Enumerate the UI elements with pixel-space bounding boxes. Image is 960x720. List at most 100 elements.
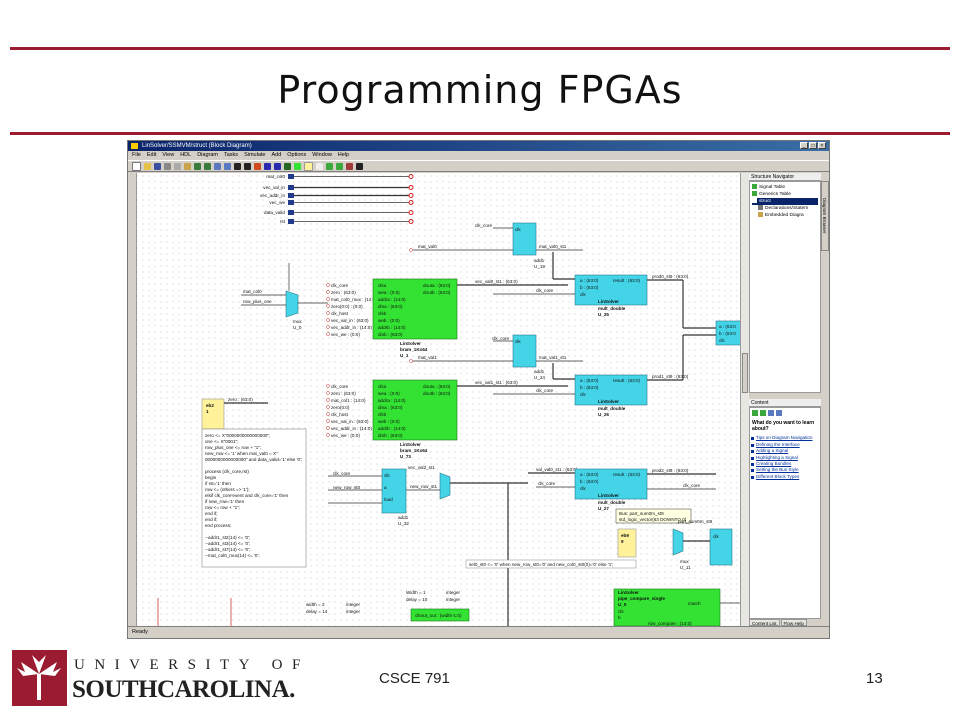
svg-text:dinb : (63:0): dinb : (63:0) xyxy=(378,433,403,438)
component-icon[interactable] xyxy=(254,162,261,170)
svg-text:clkb: clkb xyxy=(378,412,387,417)
svg-text:vec_val_in : (63:0): vec_val_in : (63:0) xyxy=(331,318,369,323)
minimize-button[interactable]: _ xyxy=(800,142,808,149)
redo-icon[interactable] xyxy=(204,162,211,170)
help-link[interactable]: Highlighting a Signal xyxy=(750,455,820,461)
svg-text:clk_core: clk_core xyxy=(536,288,554,293)
generic-table-2[interactable]: width = 2 integer delay = 14 integer xyxy=(306,602,361,614)
generate-icon[interactable] xyxy=(326,162,333,170)
adder-u19[interactable]: clk_core clk mat_val0 mat_val0_st1 add1 … xyxy=(413,222,583,269)
tree-item-struct[interactable]: struct xyxy=(752,197,818,205)
adder-stage2[interactable]: a : (63:0 b : (63:0 clk xyxy=(715,320,740,346)
help-link[interactable]: Different Block Types xyxy=(750,474,820,480)
svg-text:dinb : (63:0): dinb : (63:0) xyxy=(378,332,403,337)
tree-item-generics-table[interactable]: Generics Table xyxy=(752,190,818,198)
canvas-vertical-scrollbar[interactable] xyxy=(740,173,749,626)
compile-icon[interactable] xyxy=(346,162,353,170)
port-vec-val-in[interactable]: vec_val_in xyxy=(263,185,414,190)
code-block[interactable]: zero <= X"0000000000000000"; one <= X"00… xyxy=(201,428,307,568)
generic-table-1[interactable]: Width = 1 integer delay = 10 integer xyxy=(406,590,461,602)
svg-text:--mat_col0_mux(14) <= '0';: --mat_col0_mux(14) <= '0'; xyxy=(205,553,260,558)
help-link[interactable]: Adding a Signal xyxy=(750,448,820,454)
embedded-block-eb9[interactable]: eb9 9 xyxy=(617,528,637,558)
menu-diagram[interactable]: Diagram xyxy=(197,152,218,158)
block-icon[interactable] xyxy=(294,162,301,170)
tree-item-signal-table[interactable]: Signal Table xyxy=(752,184,818,191)
port-vec-we[interactable]: vec_we xyxy=(269,200,414,205)
embedded-block-eb2[interactable]: eb2 1 zero : (63:0) xyxy=(201,397,268,430)
svg-text:row_plus_one <= row + "1";: row_plus_one <= row + "1"; xyxy=(205,445,261,450)
save-icon[interactable] xyxy=(154,162,161,170)
tab-content-list[interactable]: Content List xyxy=(749,619,780,626)
svg-text:vec_we: vec_we xyxy=(269,200,285,205)
svg-text:LinSolver: LinSolver xyxy=(598,399,619,404)
tab-flow-help[interactable]: Flow Help xyxy=(780,619,807,626)
signal-icon[interactable] xyxy=(264,162,271,170)
svg-text:end process;: end process; xyxy=(205,523,231,528)
mult-double-u25[interactable]: vec_val0_st1 : (63:0) a : (63:0) b : (63… xyxy=(475,252,716,329)
clkout-block[interactable]: clkout_out : (width-1:0) xyxy=(410,608,470,622)
menu-options[interactable]: Options xyxy=(287,152,307,158)
port-vec-addr-in[interactable]: vec_addr_in xyxy=(260,193,414,198)
usc-logo: UNIVERSITY OF SOUTHCAROLINA. xyxy=(12,650,300,706)
menu-view[interactable]: View xyxy=(162,152,175,158)
menu-simulate[interactable]: Simulate xyxy=(244,152,266,158)
menu-file[interactable]: File xyxy=(132,152,141,158)
check-icon[interactable] xyxy=(336,162,343,170)
menu-edit[interactable]: Edit xyxy=(146,152,157,158)
embedded-icon[interactable] xyxy=(304,161,313,171)
tree-item-embedded[interactable]: Embedded Diagra xyxy=(752,211,818,219)
tree-item-declarations[interactable]: Declarations/Statem xyxy=(752,204,818,212)
mult-double-u26[interactable]: vec_val1_st1 : (63:0) a : (63:0) b : (63… xyxy=(475,334,716,417)
menu-tasks[interactable]: Tasks xyxy=(224,152,239,158)
open-icon[interactable] xyxy=(144,162,151,170)
port-icon[interactable] xyxy=(284,162,291,170)
svg-text:row_plus_one: row_plus_one xyxy=(243,299,272,304)
pipe-compare-u5[interactable]: LinSolver pipe_compare_single U_5 clk b … xyxy=(613,588,740,626)
help-link[interactable]: Setting the Bus Style xyxy=(750,467,820,473)
pointer-icon[interactable] xyxy=(234,162,241,170)
menu-add[interactable]: Add xyxy=(271,152,282,158)
bram-u73[interactable]: clk_core zero : (63:0) mat_col1 : (14:0)… xyxy=(331,379,568,459)
simulate-icon[interactable] xyxy=(356,162,363,170)
help-link[interactable]: Tips on Diagram Navigation xyxy=(750,435,820,441)
bus-icon[interactable] xyxy=(274,162,281,170)
paste-icon[interactable] xyxy=(184,162,191,170)
menu-help[interactable]: Help xyxy=(337,152,350,158)
help-link[interactable]: Defining the Interface xyxy=(750,442,820,448)
diagram-browser-tab[interactable]: Diagram Browser xyxy=(821,181,829,251)
scrollbar-thumb[interactable] xyxy=(742,353,748,393)
forward-icon[interactable] xyxy=(760,410,766,416)
new-icon[interactable] xyxy=(132,161,141,171)
port-data-valid[interactable]: data_valid xyxy=(264,210,414,215)
bram-u1[interactable]: clk_core zero : (63:0) mat_col0_mux : (1… xyxy=(331,278,568,358)
cut-icon[interactable] xyxy=(164,162,171,170)
close-button[interactable]: × xyxy=(818,142,826,149)
back-icon[interactable] xyxy=(752,410,758,416)
svg-text:U_5: U_5 xyxy=(618,602,627,607)
mux-u11[interactable]: part_sum0m_st9 mux U_11 clk xyxy=(672,519,733,570)
mult-double-u27[interactable]: val_val0_st1 : (63:0) a : (63:0) b : (63… xyxy=(528,467,716,511)
svg-text:vec_val_in : (63:0): vec_val_in : (63:0) xyxy=(331,419,369,424)
port-mat-col0[interactable]: mat_col0 xyxy=(266,174,414,179)
concurrent-assignment[interactable]: sel0_st0 <= '0' when new_row_st0='0' and… xyxy=(465,559,637,569)
port-rst[interactable]: rst xyxy=(280,219,414,224)
zoom-in-icon[interactable] xyxy=(214,162,221,170)
help-link[interactable]: Creating Bundles xyxy=(750,461,820,467)
undo-icon[interactable] xyxy=(194,162,201,170)
maximize-button[interactable]: □ xyxy=(809,142,817,149)
svg-text:clk: clk xyxy=(713,534,719,539)
menu-hdl[interactable]: HDL xyxy=(180,152,192,158)
adder-u24[interactable]: clk_core clk mat_val1 mat_val1_st1 add1 … xyxy=(413,334,583,380)
home-icon[interactable] xyxy=(768,410,774,416)
copy-icon[interactable] xyxy=(174,162,181,170)
mux-u0[interactable]: mat_col0 row_plus_one mux U_0 xyxy=(241,263,328,330)
svg-text:vec_we : (0:0): vec_we : (0:0) xyxy=(331,332,360,337)
menu-window[interactable]: Window xyxy=(312,152,332,158)
block-diagram-canvas[interactable]: mat_col0 vec_val_in vec_addr_in vec_we d… xyxy=(128,173,740,626)
window-controls: _ □ × xyxy=(800,142,826,149)
text-tool-icon[interactable] xyxy=(244,162,251,170)
zoom-out-icon[interactable] xyxy=(224,162,231,170)
note-icon[interactable] xyxy=(316,162,323,170)
help-icon[interactable] xyxy=(776,410,782,416)
